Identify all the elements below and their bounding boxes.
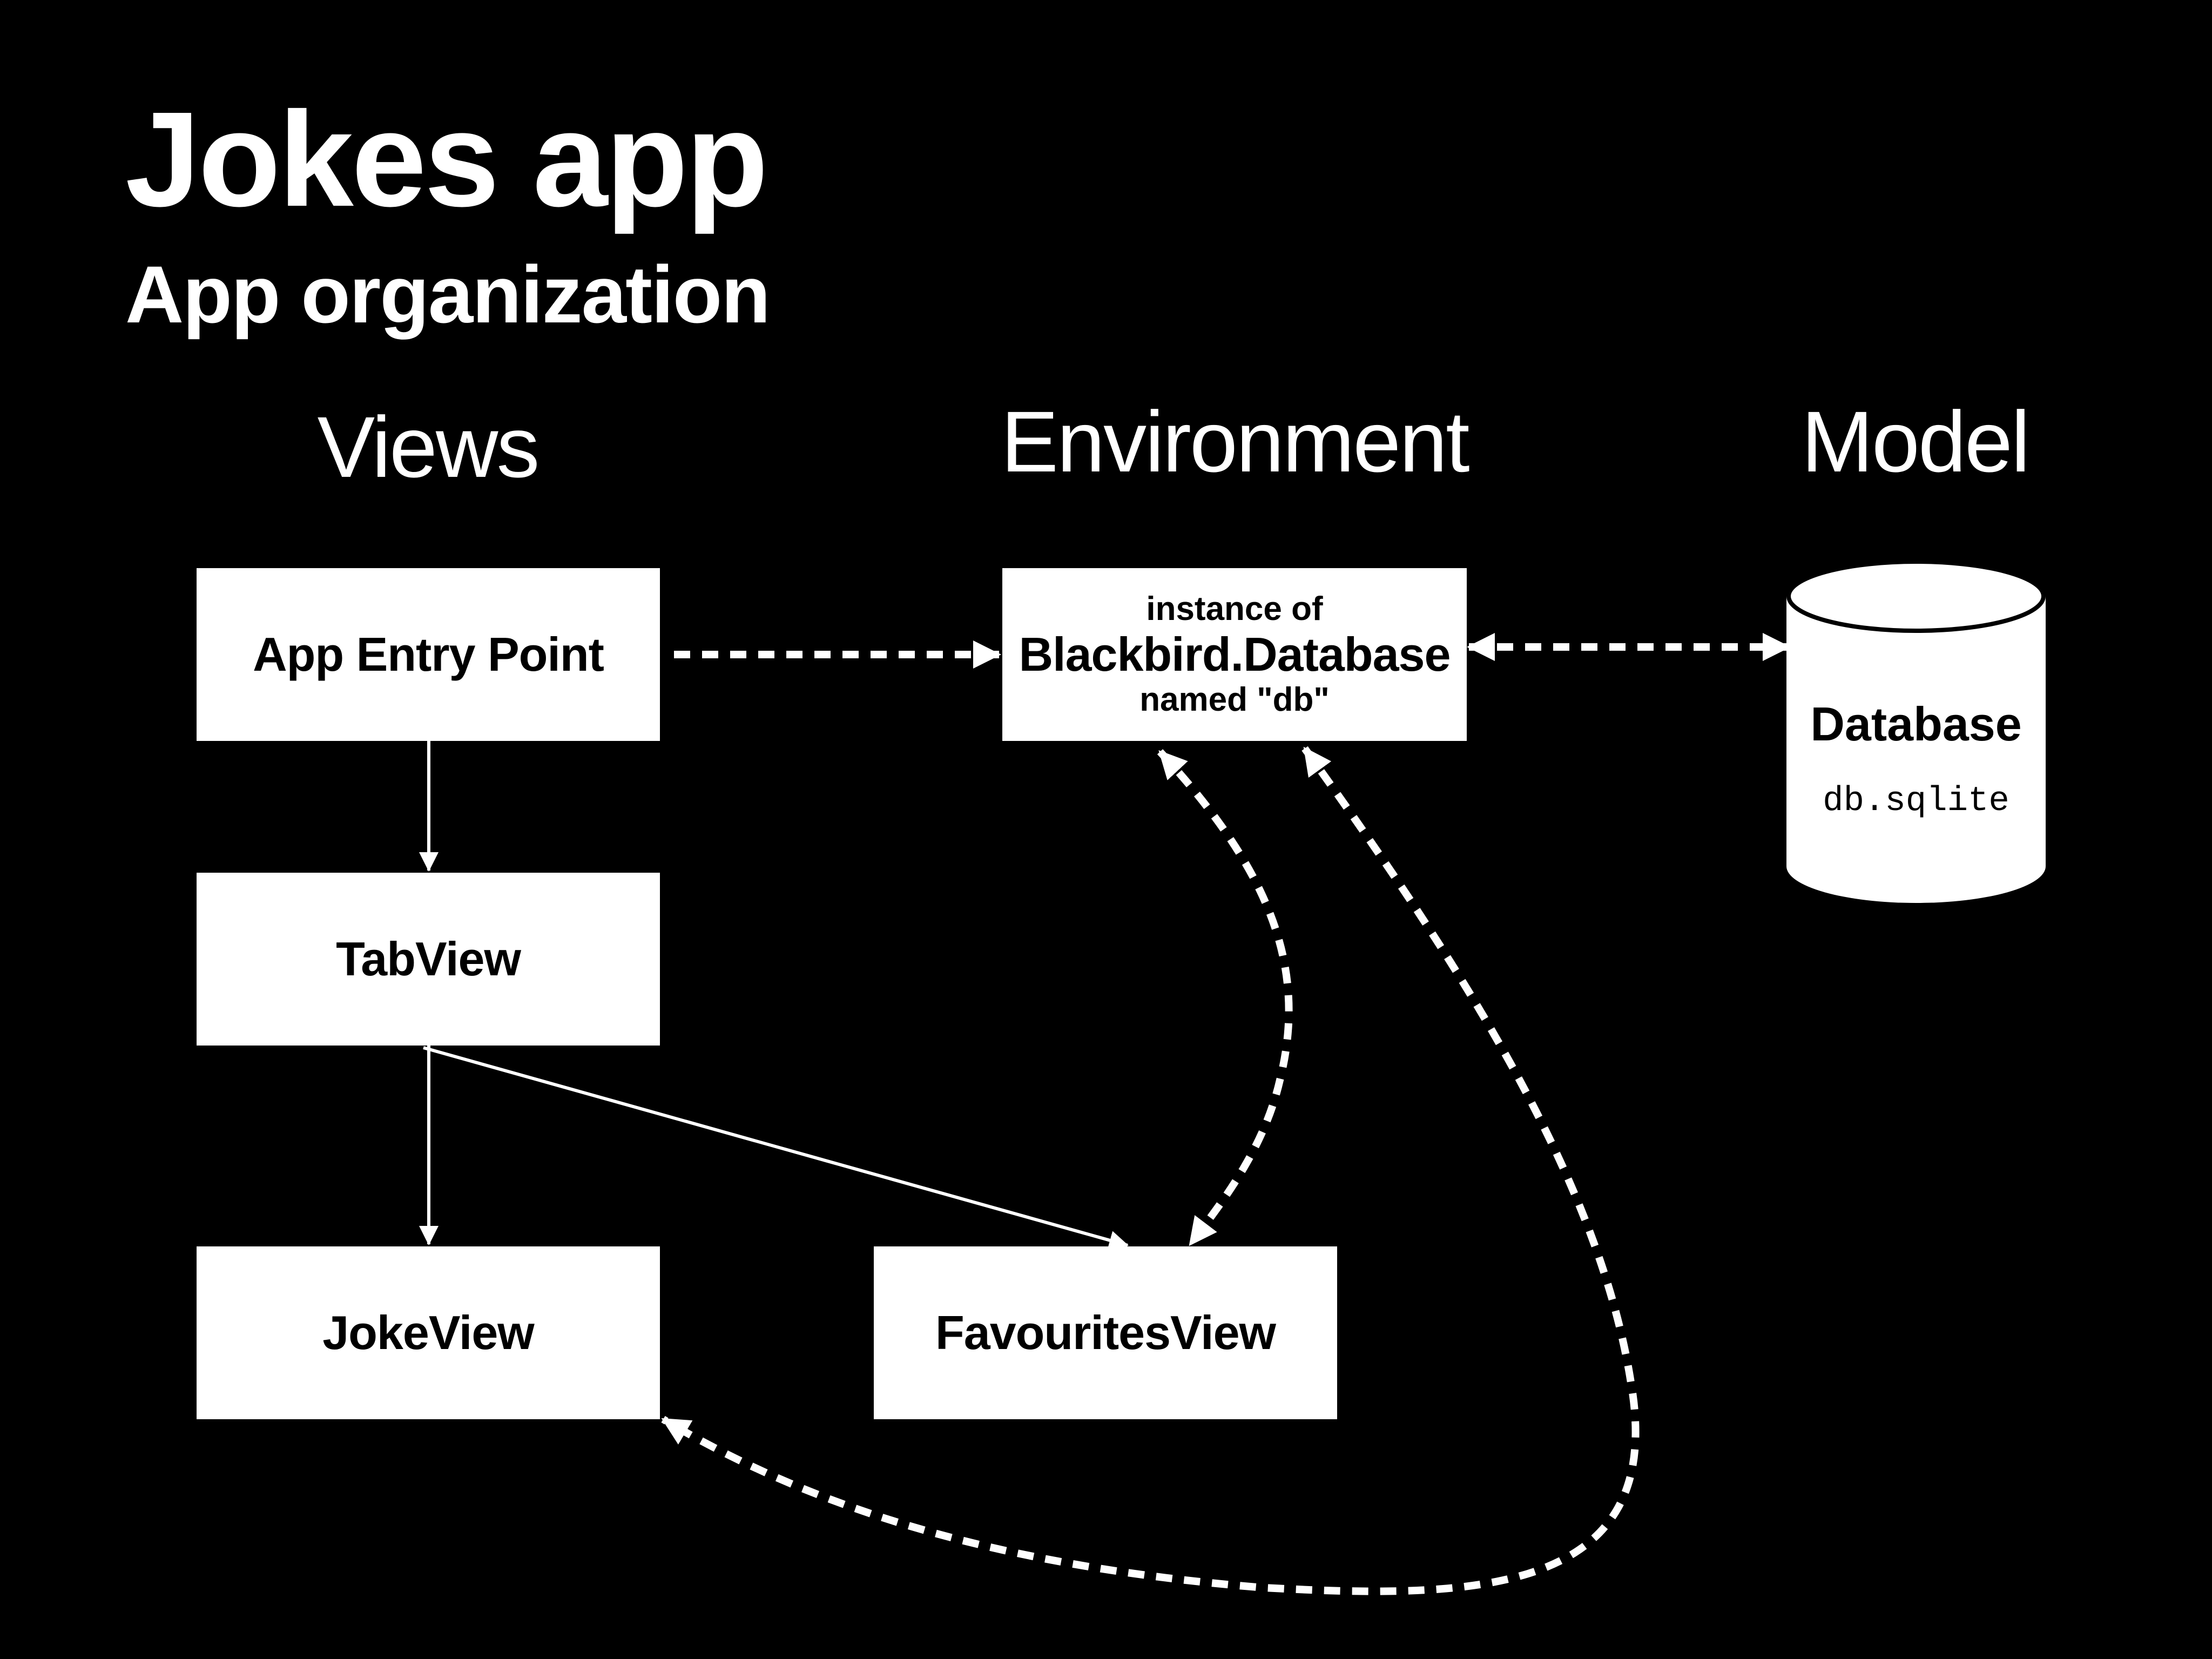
jokeview-box: JokeView bbox=[197, 1246, 660, 1419]
environment-type-label: Blackbird.Database bbox=[1019, 627, 1451, 681]
tabview-label: TabView bbox=[336, 932, 521, 986]
favouritesview-box: FavouritesView bbox=[874, 1246, 1337, 1419]
slide-title: Jokes app bbox=[125, 84, 768, 234]
database-name-label: Database bbox=[1810, 697, 2022, 751]
database-file-label: db.sqlite bbox=[1823, 782, 2009, 821]
arrow-tabview-to-favouritesview bbox=[423, 1046, 1129, 1250]
slide-subtitle: App organization bbox=[125, 249, 771, 340]
environment-database-box: instance of Blackbird.Database named "db… bbox=[1002, 568, 1467, 741]
environment-name-label: named "db" bbox=[1139, 681, 1330, 719]
tabview-box: TabView bbox=[197, 873, 660, 1046]
favouritesview-label: FavouritesView bbox=[935, 1306, 1276, 1359]
environment-instance-label: instance of bbox=[1146, 590, 1323, 628]
app-entry-point-label: App Entry Point bbox=[253, 628, 604, 681]
arrow-environment-to-favouritesview bbox=[1157, 749, 1293, 1247]
environment-column-heading: Environment bbox=[1001, 393, 1469, 490]
jokeview-label: JokeView bbox=[322, 1306, 535, 1359]
views-column-heading: Views bbox=[317, 399, 540, 495]
model-column-heading: Model bbox=[1801, 393, 2031, 490]
app-entry-point-box: App Entry Point bbox=[197, 568, 660, 741]
database-cylinder-icon bbox=[1786, 559, 2046, 903]
arrow-environment-to-jokeview bbox=[661, 746, 1640, 1595]
